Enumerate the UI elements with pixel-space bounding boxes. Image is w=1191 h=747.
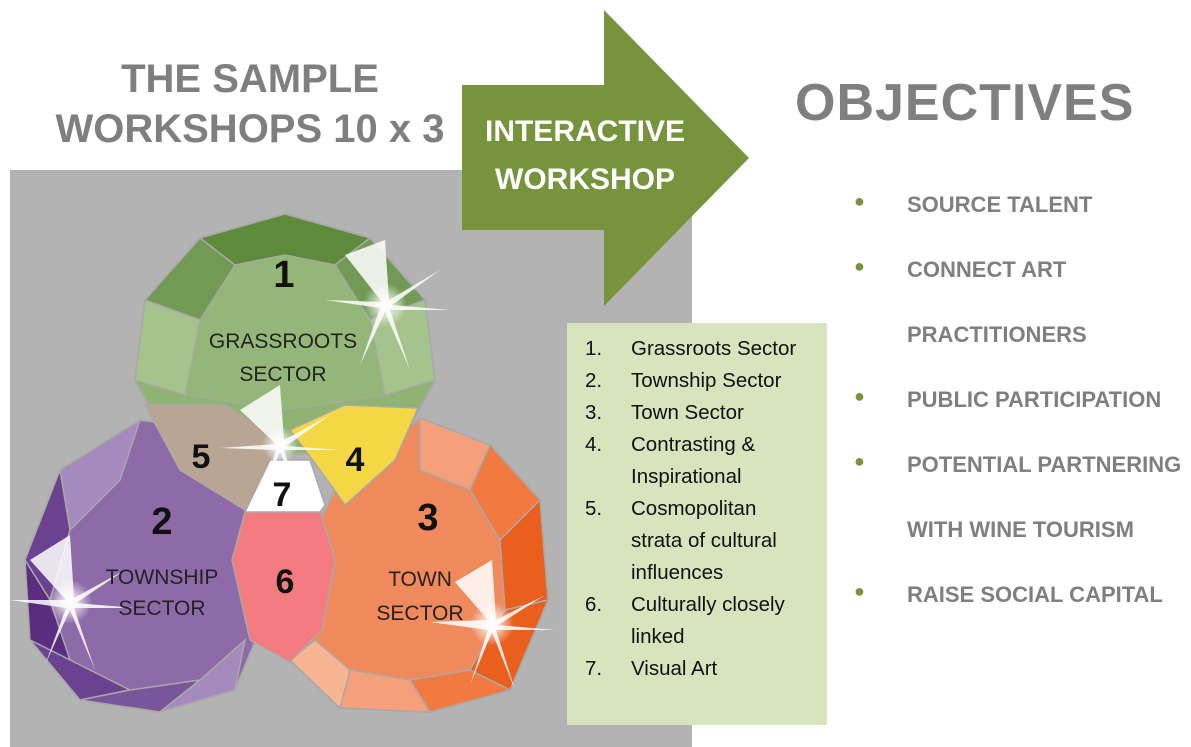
arrow-line-2: WORKSHOP [495,163,675,196]
legend-text: Cosmopolitan strata of cultural influenc… [631,493,817,589]
legend-text: Visual Art [631,657,718,680]
gem-number-2: 2 [151,501,172,543]
legend-number: 7. [585,657,603,680]
legend-text-line: Cosmopolitan [631,497,757,520]
legend-number: 2. [585,369,603,392]
legend-text: Grassroots Sector [631,337,797,360]
legend-number: 1. [585,337,603,360]
sparkle-icon [430,560,555,690]
legend-text-line: Inspirational [631,465,742,488]
objective-text: POTENTIAL PARTNERING [907,452,1182,477]
objective-text: PRACTITIONERS [907,322,1087,347]
objective-item: ● RAISE SOCIAL CAPITAL [852,580,1191,610]
gem-number-3: 3 [417,497,438,539]
legend-item: 4. Contrasting & Inspirational [577,429,817,493]
gem-township [23,418,270,714]
overlap-number-4: 4 [346,441,365,479]
legend-text-line: influences [631,561,724,584]
objective-text: CONNECT ART [907,257,1067,282]
legend-number: 3. [585,401,603,424]
overlap-number-7: 7 [273,476,292,514]
legend-text-line: Contrasting & [631,433,756,456]
arrow-shape [462,10,749,306]
gem-label-township-2: SECTOR [118,597,205,620]
legend-number: 5. [585,497,603,520]
legend-item: 5. Cosmopolitan strata of cultural influ… [577,493,817,589]
legend-list: 1. Grassroots Sector 2. Township Sector … [577,333,817,685]
legend-text-line: Culturally closely [631,593,785,616]
arrow-line-1: INTERACTIVE [484,115,685,148]
legend-number: 6. [585,593,603,616]
sparkle-icon [325,240,450,370]
gem-label-grassroots-1: GRASSROOTS [209,330,357,353]
legend-item: 6. Culturally closely linked [577,589,817,653]
objective-item: ● CONNECT ART PRACTITIONERS [852,255,1191,350]
objective-text: RAISE SOCIAL CAPITAL [907,582,1163,607]
legend-text-line: strata of cultural [631,529,777,552]
bullet-icon: ● [854,256,865,276]
bullet-icon: ● [854,386,865,406]
legend-item: 2. Township Sector [577,365,817,397]
objective-text: WITH WINE TOURISM [907,517,1134,542]
legend-item: 7. Visual Art [577,653,817,685]
gem-label-grassroots-2: SECTOR [239,363,326,386]
legend-text: Culturally closely linked [631,589,817,653]
gem-number-1: 1 [273,254,294,296]
overlap-4 [288,404,420,507]
objective-text: PUBLIC PARTICIPATION [907,387,1162,412]
overlap-6 [231,509,336,663]
legend-item: 1. Grassroots Sector [577,333,817,365]
title-line-1: THE SAMPLE [121,57,379,101]
legend-number: 4. [585,433,603,456]
title-line-2: WORKSHOPS 10 x 3 [55,107,445,151]
objective-item: ● PUBLIC PARTICIPATION [852,385,1191,415]
gem-grassroots [133,212,437,457]
objective-text: SOURCE TALENT [907,192,1093,217]
venn-diagram: 1 GRASSROOTS SECTOR 2 TOWNSHIP SECTOR 3 … [10,212,555,714]
legend-text: Town Sector [631,401,744,424]
gem-label-town-2: SECTOR [376,602,463,625]
bullet-icon: ● [854,191,865,211]
overlap-7 [243,459,326,513]
sparkle-icon [220,385,340,500]
gem-label-town-1: TOWN [388,568,452,591]
bullet-icon: ● [854,581,865,601]
legend-text-line: linked [631,625,685,648]
overlap-number-6: 6 [276,563,295,601]
legend-text: Township Sector [631,369,782,392]
objective-item: ● POTENTIAL PARTNERING WITH WINE TOURISM [852,450,1191,545]
bullet-icon: ● [854,451,865,471]
legend-text: Contrasting & Inspirational [631,429,817,493]
gem-label-township-1: TOWNSHIP [106,566,219,589]
overlap-number-5: 5 [192,438,211,476]
arrow-label: INTERACTIVE WORKSHOP [470,108,700,204]
page-title: THE SAMPLE WORKSHOPS 10 x 3 [40,54,460,154]
objective-item: ● SOURCE TALENT [852,190,1191,220]
sparkle-icon [10,535,135,670]
objectives-title: OBJECTIVES [795,74,1135,132]
legend-box: 1. Grassroots Sector 2. Township Sector … [567,323,827,725]
legend-item: 3. Town Sector [577,397,817,429]
objectives-list: ● SOURCE TALENT ● CONNECT ART PRACTITION… [852,190,1191,645]
